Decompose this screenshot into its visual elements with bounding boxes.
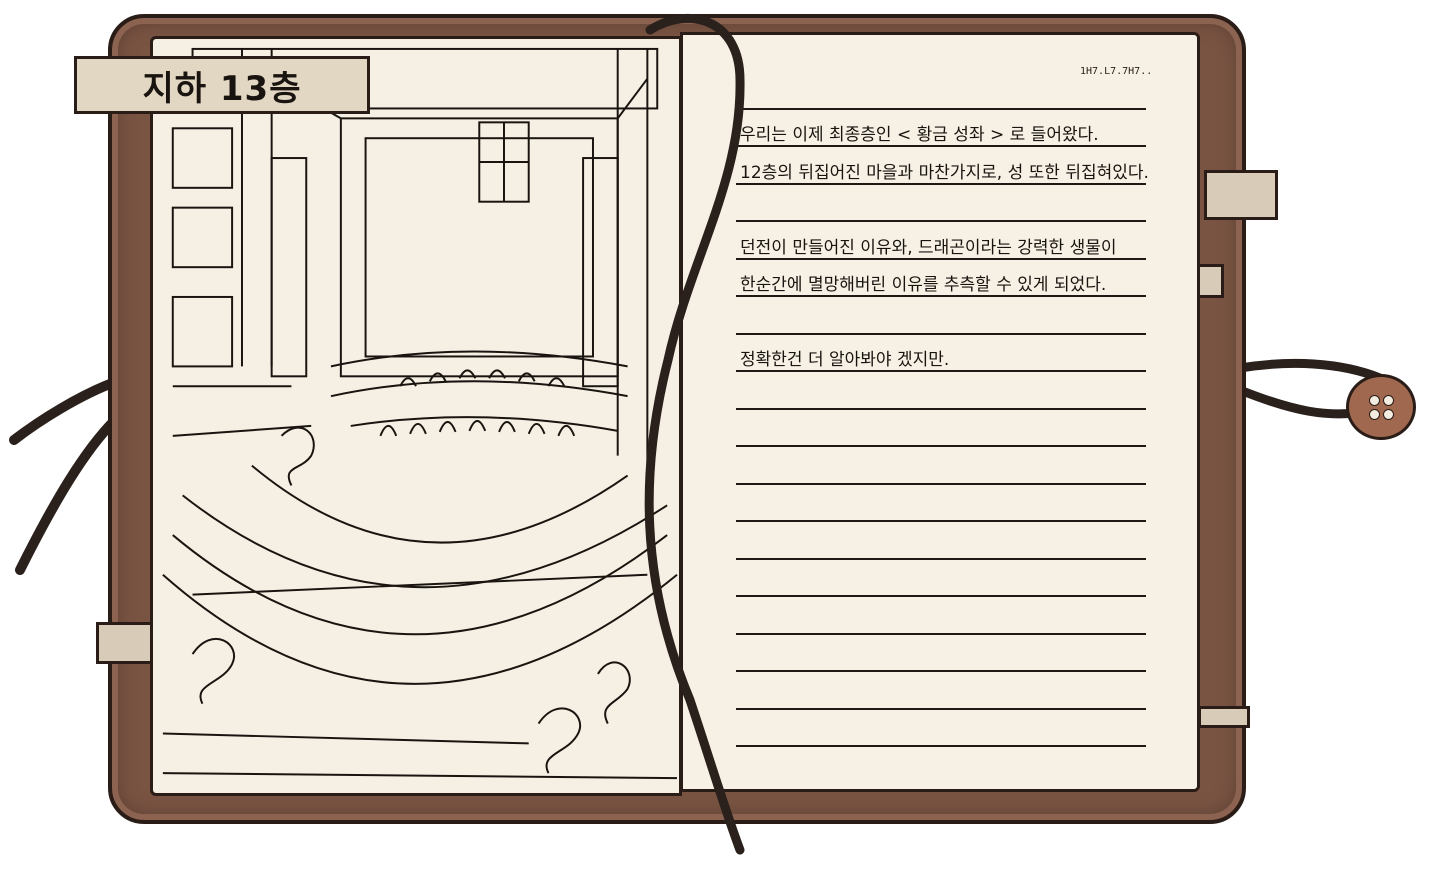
ruled-line: [736, 633, 1146, 635]
entry-date: 1H7.L7.7H7..: [1080, 66, 1153, 77]
entry-line-4: 한순간에 멸망해버린 이유를 추측할 수 있게 되었다.: [740, 275, 1107, 295]
strap-bottom-right: [1198, 706, 1250, 728]
entry-line-5: 정확한건 더 알아봐야 겠지만.: [740, 350, 950, 370]
ruled-line: [736, 670, 1146, 672]
location-title: 지하 13층: [74, 56, 370, 114]
ruled-line: [736, 520, 1146, 522]
ruled-line: [736, 558, 1146, 560]
ruled-line: [736, 445, 1146, 447]
strap-mid-right: [1196, 264, 1224, 298]
journal-page: [680, 32, 1200, 792]
ruled-line: [736, 745, 1146, 747]
ruled-line: [736, 295, 1146, 297]
clasp-button-icon: [1346, 374, 1416, 440]
ruled-line: [736, 595, 1146, 597]
ruled-line: [736, 370, 1146, 372]
entry-line-2: 12층의 뒤집어진 마을과 마찬가지로, 성 또한 뒤집혀있다.: [740, 163, 1149, 183]
ruled-line: [736, 333, 1146, 335]
ruled-line: [736, 483, 1146, 485]
sketch-page: [150, 36, 682, 796]
castle-sketch: [162, 47, 678, 780]
ruled-line: [736, 108, 1146, 110]
ruled-line: [736, 408, 1146, 410]
ruled-line: [736, 183, 1146, 185]
ruled-line: [736, 145, 1146, 147]
ruled-line: [736, 220, 1146, 222]
strap-left: [96, 622, 154, 664]
entry-line-1: 우리는 이제 최종층인 < 황금 성좌 > 로 들어왔다.: [740, 125, 1099, 145]
entry-line-3: 던전이 만들어진 이유와, 드래곤이라는 강력한 생물이: [740, 238, 1117, 258]
ruled-line: [736, 708, 1146, 710]
strap-top-right: [1204, 170, 1278, 220]
ruled-line: [736, 258, 1146, 260]
